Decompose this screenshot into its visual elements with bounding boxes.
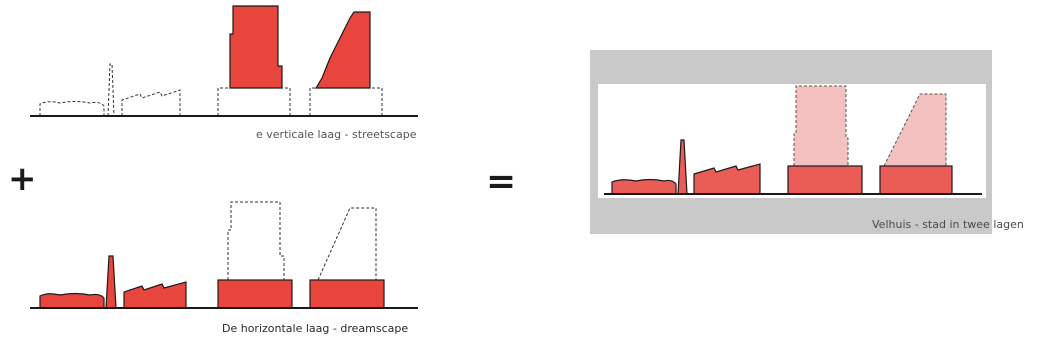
block1-base <box>217 279 293 309</box>
block2-base-outline <box>309 87 383 116</box>
tower-sloped <box>314 11 371 89</box>
block1-base-outline <box>217 87 291 116</box>
combined-panel <box>590 50 992 234</box>
low-building <box>611 178 677 195</box>
tower-stepped <box>229 5 283 89</box>
low-building-outline <box>39 101 105 116</box>
factory <box>693 163 761 195</box>
chimney-outline <box>107 63 115 117</box>
tower-stepped-light <box>793 85 849 167</box>
block2-base <box>309 279 385 309</box>
horizontal-layer-drawing <box>30 201 418 309</box>
tower-sloped-light <box>883 93 947 167</box>
block1-base <box>787 165 863 195</box>
combined-caption: Velhuis - stad in twee lagen <box>872 218 1024 231</box>
combined-drawing <box>590 50 992 234</box>
tower-sloped-outline <box>317 207 377 281</box>
horizontal-layer-caption: De horizontale laag - dreamscape <box>222 322 409 335</box>
vertical-layer-caption: e verticale laag - streetscape <box>256 128 417 141</box>
tower-stepped-outline <box>227 201 285 280</box>
low-building <box>39 292 105 309</box>
factory-outline <box>121 89 181 116</box>
chimney <box>105 255 117 309</box>
block2-base <box>879 165 953 195</box>
plus-sign: + <box>8 159 37 199</box>
horizontal-layer-panel <box>20 196 430 316</box>
factory <box>123 281 187 309</box>
vertical-layer-drawing <box>30 5 418 117</box>
vertical-layer-panel <box>20 4 430 124</box>
equals-sign: = <box>486 161 517 202</box>
